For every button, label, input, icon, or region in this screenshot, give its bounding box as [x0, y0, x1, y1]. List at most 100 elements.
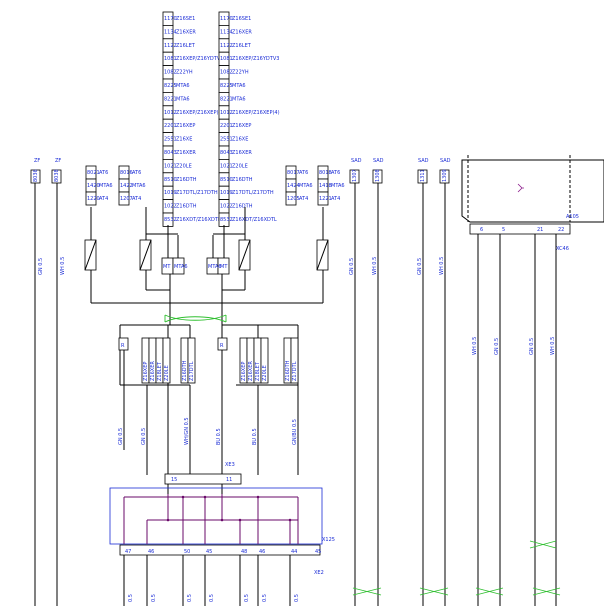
- stack-variant-label: Z20LE: [232, 163, 248, 169]
- x125-label: X125: [322, 537, 335, 543]
- stack-code: 8225: [220, 83, 233, 89]
- stack-variant-label: Z17DTL/Z17DTH: [176, 190, 218, 196]
- sad-column-1: SAD 1307 GN 0.5: [349, 158, 362, 606]
- small-code: 1418: [319, 183, 332, 189]
- stack-variant-label: Z16XEP/Z16XEP(4): [176, 110, 224, 116]
- xe2-label: XE2: [314, 570, 324, 576]
- stack-code: 2551: [164, 137, 177, 143]
- wire-label: GN 0.5: [494, 338, 500, 355]
- wire-label: BU 0.5: [216, 428, 222, 445]
- stack-variant-label: Z16SE1: [176, 16, 195, 22]
- mt-label: MT: [163, 264, 171, 270]
- small-variant-label: AT6: [331, 170, 340, 176]
- small-code: 1420: [87, 183, 100, 189]
- a105-pin: 6: [480, 227, 483, 233]
- mt-label: MTA6: [174, 264, 188, 270]
- stack-variant-label: Z16XE: [232, 137, 248, 143]
- stack-code: 8510: [220, 177, 233, 183]
- stack-variant-label: Z16XER: [232, 150, 252, 156]
- stack-code: 1134: [164, 29, 177, 35]
- small-code: 8021: [87, 170, 100, 176]
- zf-wire-label: GN 0.5: [38, 258, 44, 275]
- sad-column-4: SAD 1309 WH 0.5: [439, 158, 451, 606]
- a105-wires: WH 0.5 GN 0.5 GN 0.5 WH 0.5: [472, 234, 557, 606]
- zf-left-column: ZF 8036 GN 0.5: [30, 158, 44, 606]
- zf-header: ZF: [34, 158, 40, 164]
- stack-code: 1019: [164, 190, 177, 196]
- xe3-pin: 15: [171, 477, 177, 483]
- stack-variant-label: MTA6: [232, 83, 246, 89]
- zf-code: 8036: [33, 169, 39, 182]
- zf-right-column: ZF 8038 WH 0.5: [51, 158, 66, 606]
- small-variant-label: MTA6: [299, 183, 313, 189]
- stack-code: 1022: [220, 204, 233, 210]
- x125-pin: 44: [291, 549, 297, 555]
- xc46-connector: [469, 223, 571, 235]
- small-code: 1422: [120, 183, 133, 189]
- sad-wire-label: GN 0.5: [349, 258, 355, 275]
- stack-code: 2201: [220, 123, 233, 129]
- small-variant-label: MTA6: [331, 183, 345, 189]
- wire-label: GN 0.5: [141, 428, 147, 445]
- stack-variant-label: Z16XER: [176, 150, 196, 156]
- stack-code: 1082: [220, 70, 233, 76]
- stack-variant-label: Z16XEP/Z16YDTV3: [232, 56, 279, 62]
- stack-variant-label: Z16XEP: [176, 123, 195, 129]
- sad-column-2: SAD 1308 WH 0.5: [372, 158, 384, 606]
- small-code: 8016: [120, 170, 133, 176]
- stack-variant-label: Z22YH: [232, 70, 249, 76]
- r-label: R: [121, 343, 125, 349]
- stack-code: 8532: [220, 217, 233, 223]
- connector-symbol-icon: [517, 183, 524, 193]
- small-code: 8018: [319, 170, 332, 176]
- output-wire-label: 0.5: [128, 594, 134, 602]
- stack-variant-label: MTA6: [232, 96, 246, 102]
- stack-code: 1122: [164, 43, 177, 49]
- block-code: Z16XER: [150, 361, 156, 381]
- mt-label: MTA6: [208, 264, 222, 270]
- stack-variant-label: Z16SE1: [232, 16, 251, 22]
- splice-relays: MT MTA6 MTA6 MT: [84, 207, 329, 275]
- stack-variant-label: Z16DTH: [176, 177, 197, 183]
- sad-header: SAD: [373, 158, 384, 164]
- stack-variant-label: Z16DTH: [232, 177, 253, 183]
- small-variant-label: AT6: [299, 170, 308, 176]
- small-code-cell: [285, 191, 297, 206]
- stack-code: 1082: [164, 70, 177, 76]
- zf-code: 8038: [54, 169, 60, 182]
- xc46-label: XC46: [556, 246, 569, 252]
- block-code: Z16DTH: [182, 360, 188, 381]
- sad-wire-label: GN 0.5: [417, 258, 423, 275]
- wire-label: GN 0.5: [529, 338, 535, 355]
- x125-pin: 46: [259, 549, 265, 555]
- sad-column-3: SAD 1311 GN 0.5: [417, 158, 429, 606]
- x125-pin: 46: [148, 549, 154, 555]
- block-code: Z16XER: [248, 361, 254, 381]
- a105-pin: 5: [502, 227, 505, 233]
- stack-variant-label: Z16LET: [232, 43, 252, 49]
- zf-wire-label: WH 0.5: [60, 257, 66, 275]
- block-code: Z16DTH: [285, 360, 291, 381]
- output-wire-label: 0.5: [187, 594, 193, 602]
- stack-code: 2551: [220, 137, 233, 143]
- stack-code: 8510: [164, 177, 177, 183]
- stack-code: 1012: [164, 110, 177, 116]
- stack-code: 8043: [220, 150, 233, 156]
- block-code: Z16XEP: [241, 362, 247, 381]
- a105-label: A105: [566, 214, 579, 220]
- sad-code: 1308: [375, 169, 381, 182]
- x125-pin: 45: [315, 549, 321, 555]
- stack-variant-label: MTA6: [176, 96, 190, 102]
- wire-label: GN 0.5: [118, 428, 124, 445]
- small-variant-label: AT6: [99, 170, 108, 176]
- small-code: 1205: [287, 196, 300, 202]
- stack-variant-label: Z16XE: [176, 137, 192, 143]
- stack-variant-label: MTA6: [176, 83, 190, 89]
- stack-code: 1134: [220, 29, 233, 35]
- output-wire-label: 0.5: [262, 594, 268, 602]
- stack-variant-label: Z16XER: [176, 29, 196, 35]
